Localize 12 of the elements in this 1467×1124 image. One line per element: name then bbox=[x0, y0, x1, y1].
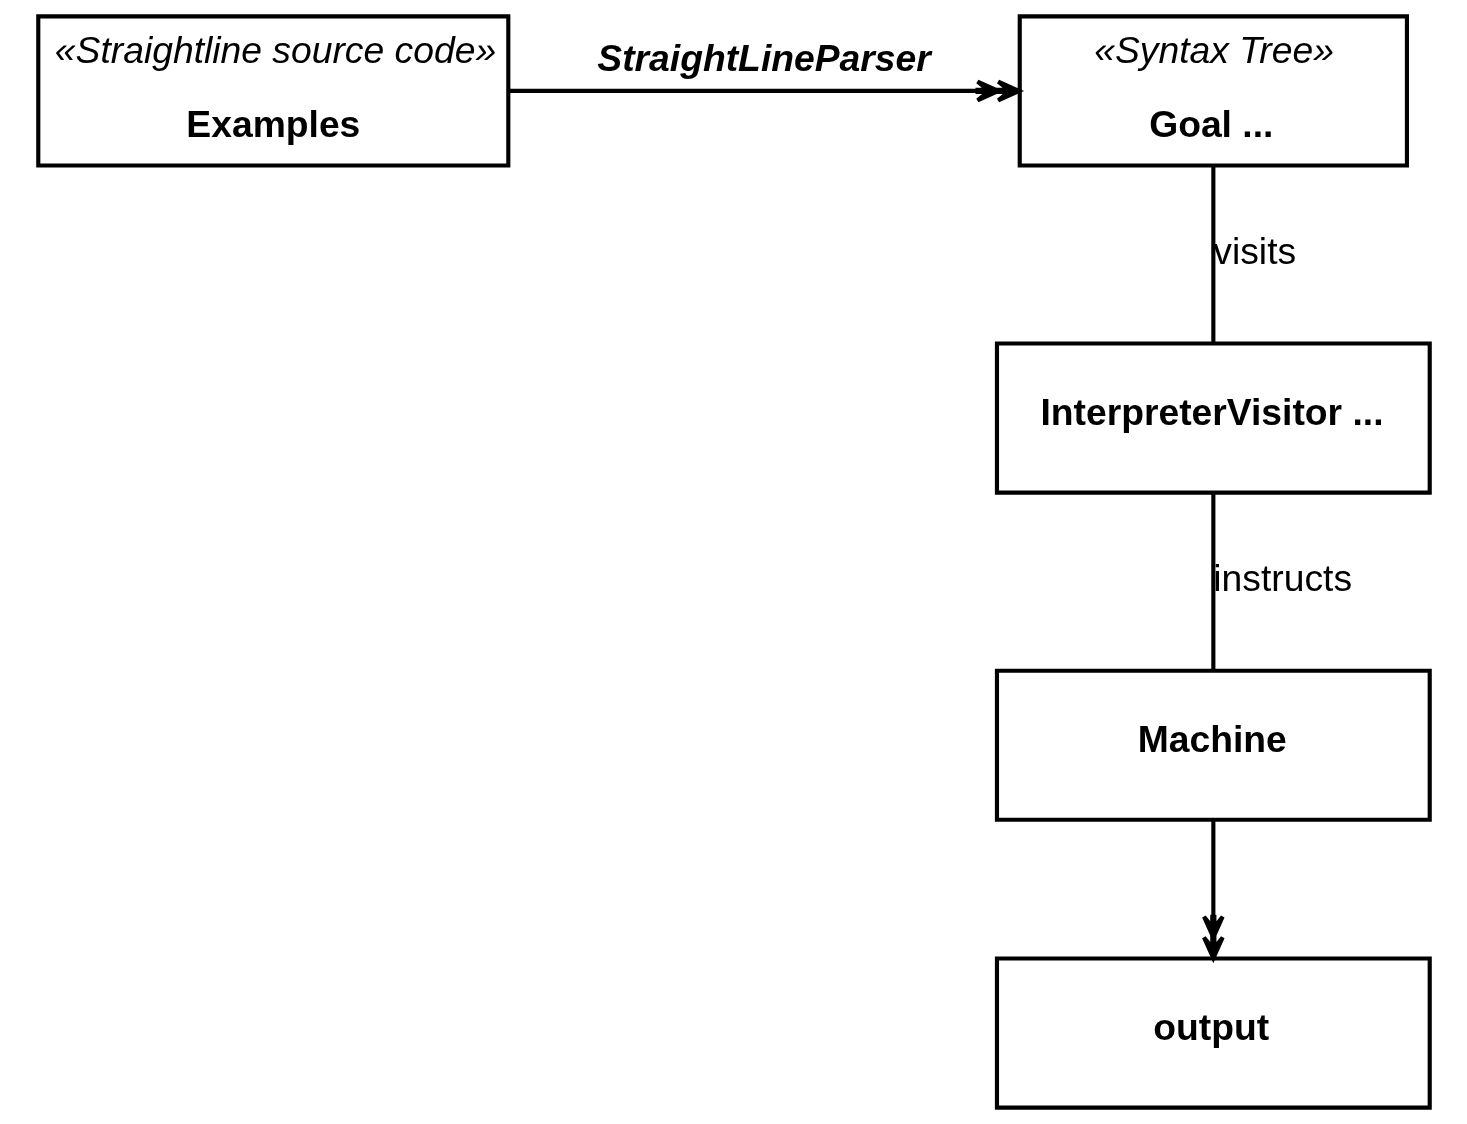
arrow bbox=[1201, 820, 1225, 961]
connector bbox=[1210, 165, 1215, 344]
edge-label: StraightLineParser bbox=[596, 37, 931, 80]
node-box: Machine bbox=[994, 668, 1432, 822]
node-box: «Syntax Tree» Goal ... bbox=[1017, 14, 1409, 168]
node-box: «Straightline source code» Examples bbox=[35, 14, 510, 168]
node-box: output bbox=[994, 956, 1432, 1110]
edge-label: instructs bbox=[1212, 556, 1352, 599]
connector bbox=[1210, 492, 1215, 671]
node-box: InterpreterVisitor ... bbox=[994, 341, 1432, 495]
arrow bbox=[508, 79, 1021, 103]
edge-label: visits bbox=[1212, 229, 1296, 272]
